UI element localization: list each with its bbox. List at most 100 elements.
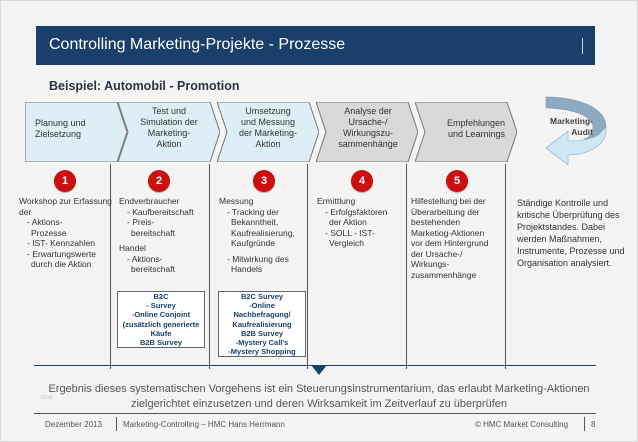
step-line: - SOLL - IST- [325, 227, 375, 238]
chevron-label-line: Zielsetzung [35, 129, 82, 139]
step-line: - IST- Kennzahlen [27, 238, 96, 248]
audit-label-line: Audit [571, 127, 593, 137]
step-line: Ermittlung [317, 196, 356, 206]
survey-method-line: -Mystery Shopping [228, 347, 296, 357]
footer-copyright: © HMC Market Consulting [475, 420, 569, 429]
survey-method-line: -Online [249, 301, 275, 311]
step-number-badge: 3 [253, 170, 275, 192]
step-line: - Mitwirkung des [227, 253, 289, 264]
survey-method-box: B2C- Survey-Online Conjoint(zusätzlich g… [117, 291, 205, 349]
footer-date: Dezember 2013 [45, 420, 102, 429]
survey-method-line: Käufe [150, 328, 172, 338]
step-line: Kaufgründe [231, 238, 275, 248]
chevron-label-line: Simulation der [140, 117, 198, 127]
column-divider [209, 164, 210, 369]
title-divider [582, 38, 583, 54]
subtitle: Beispiel: Automobil - Promotion [49, 79, 240, 93]
watermark: blog [41, 395, 53, 401]
chevron-label-line: Test und [151, 106, 187, 116]
survey-method-line: B2C [153, 292, 169, 301]
step-line: Workshop zur Erfassung [19, 196, 112, 206]
step-line: Vergleich [329, 238, 364, 248]
survey-method-line: -Online Conjoint [131, 310, 191, 320]
chevron-label-line: Ursache-/ [348, 117, 388, 127]
footer-separator [584, 417, 585, 431]
step-line: Endverbraucher [119, 196, 180, 206]
step-line: - Tracking der [227, 206, 279, 217]
chevron-label-line: Umsetzung [245, 106, 291, 116]
chevron-label-line: Marketing- [147, 128, 191, 138]
step-line: - Aktions- [27, 217, 63, 227]
step-number-badge: 1 [54, 170, 76, 192]
chevron-shape [25, 102, 127, 162]
survey-method-line: -Mystery Call's [235, 338, 289, 348]
step-line: Handel [119, 243, 146, 253]
step-line: Marketiog-Aktionen [411, 227, 485, 238]
column-divider [406, 164, 407, 369]
down-marker-icon [311, 365, 327, 375]
column-divider [110, 164, 111, 369]
chevron-label-line: sammenhänge [338, 139, 398, 149]
footer-separator [116, 417, 117, 431]
chevron-label-line: Aktion [156, 139, 182, 149]
step-number-badge: 4 [351, 170, 373, 192]
step-description: Messung- Tracking der Bekanntheit, Kaufr… [219, 196, 305, 275]
chevron-label-line: der Marketing- [238, 128, 298, 138]
step-line: - Aktions- [127, 253, 163, 264]
chevron-label-line: Empfehlungen [446, 118, 505, 128]
chevron-label-line: Wirkungszu- [342, 128, 393, 138]
audit-cycle-arrow-icon [545, 96, 607, 166]
audit-label: Marketing- Audit [531, 116, 593, 138]
step-line: der Ursache-/ [411, 248, 463, 259]
step-line: Kaufrealisierung, [231, 227, 295, 238]
step-number-badge: 5 [446, 170, 468, 192]
step-line: zusammenhänge [411, 269, 477, 280]
chevron-label-line: Aktion [255, 139, 281, 149]
step-line: durch die Aktion [31, 259, 92, 269]
slide-title: Controlling Marketing-Projekte - Prozess… [49, 36, 346, 53]
chevron-label-line: Planung und [35, 118, 86, 128]
chevron-label-line: und Learnings [447, 129, 505, 139]
column-divider [505, 164, 506, 369]
chevron-label-line: Analyse der [344, 106, 392, 116]
survey-method-line: (zusätzlich generierte [122, 319, 200, 329]
footer-course: Marketing-Controlling – HMC Hans Herrman… [123, 420, 285, 429]
audit-label-line: Marketing- [550, 116, 593, 126]
footer-page-number: 8 [591, 420, 596, 429]
step-line: bereitschaft [131, 264, 175, 274]
survey-method-line: B2B Survey [240, 328, 284, 338]
audit-description: Ständige Kontrolle und kritische Überprü… [517, 198, 625, 268]
step-line: der Aktion [329, 217, 367, 227]
step-line: - Kaufbereitschaft [127, 206, 194, 217]
step-line: Überarbeitung der [411, 206, 480, 217]
result-text: Ergebnis dieses systematischen Vorgehens… [48, 383, 590, 410]
column-divider [307, 164, 308, 369]
step-line: bereitschaft [131, 227, 175, 238]
footer-rule [34, 413, 596, 414]
step-line: Messung [219, 196, 254, 206]
chevron-label-line: und Messung [240, 117, 296, 127]
step-line: der [19, 206, 32, 217]
chevron-shape [217, 102, 319, 162]
survey-method-line: B2B Survey [139, 338, 183, 348]
step-line: bestehenden [411, 217, 461, 227]
step-line: Prozesse [31, 227, 67, 238]
step-line: - Preis- [127, 217, 155, 227]
survey-method-line: Kaufrealisierung [232, 319, 292, 329]
chevron-shape [118, 102, 220, 162]
step-line: - Erfolgsfaktoren [325, 206, 388, 217]
chevron-shape [316, 102, 418, 162]
